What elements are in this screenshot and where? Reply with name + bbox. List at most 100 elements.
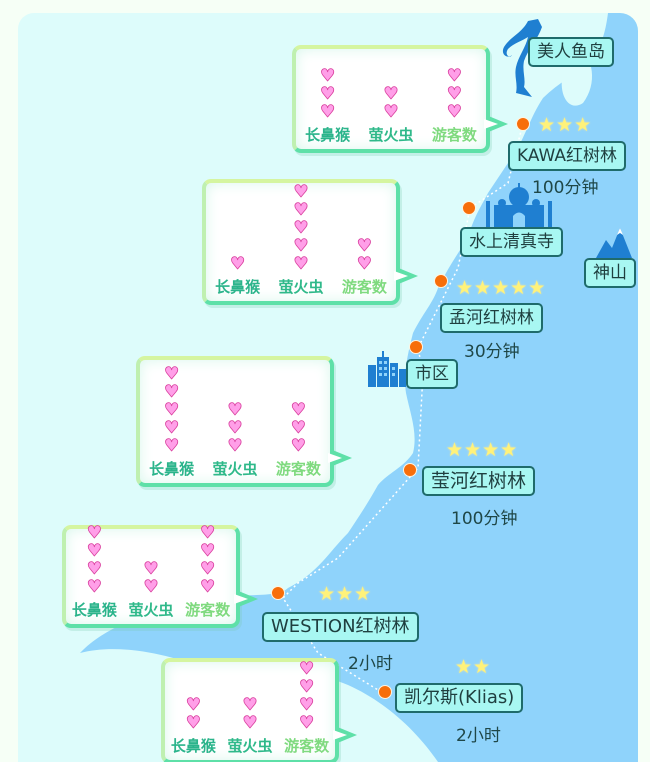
star-rating-kawa: ★★★ (538, 114, 592, 136)
heart-icon: ♥ (293, 236, 309, 256)
heart-stack: ♥♥♥♥ (299, 659, 315, 733)
heart-icon: ♥ (356, 254, 372, 274)
stop-marker-menghe[interactable] (434, 274, 448, 288)
bubble-tail (484, 115, 508, 133)
star-icon: ★ (482, 439, 501, 461)
rating-column: ♥♥♥♥♥长鼻猴 (149, 365, 194, 479)
heart-icon: ♥ (164, 382, 180, 402)
rating-column-label: 萤火虫 (368, 126, 414, 144)
heart-icon: ♥ (185, 695, 201, 715)
rating-column: ♥♥♥萤火虫 (212, 401, 257, 479)
heart-stack: ♥♥ (383, 84, 399, 122)
heart-icon: ♥ (356, 236, 372, 256)
heart-icon: ♥ (230, 254, 246, 274)
heart-icon: ♥ (320, 102, 336, 122)
heart-icon: ♥ (446, 102, 462, 122)
stop-label-menghe[interactable]: 孟河红树林 (440, 303, 543, 333)
rating-column-label: 萤火虫 (227, 737, 273, 755)
stop-label-westion[interactable]: WESTION红树林 (262, 612, 419, 642)
rating-column: ♥♥♥♥♥萤火虫 (278, 183, 323, 297)
landmark-label-water-mosque[interactable]: 水上清真寺 (460, 227, 563, 257)
heart-stack: ♥ (230, 254, 246, 274)
star-icon: ★ (538, 114, 557, 136)
travel-time-menghe: 30分钟 (464, 342, 520, 362)
heart-icon: ♥ (383, 84, 399, 104)
heart-icon: ♥ (242, 695, 258, 715)
heart-icon: ♥ (227, 400, 243, 420)
star-rating-yinghe: ★★★★ (446, 439, 518, 461)
bubble-tail (394, 267, 418, 285)
star-rating-westion: ★★★ (318, 583, 372, 605)
star-icon: ★ (456, 277, 475, 299)
heart-icon: ♥ (200, 559, 216, 579)
star-rating-menghe: ★★★★★ (456, 277, 546, 299)
heart-icon: ♥ (143, 559, 159, 579)
rating-columns: ♥长鼻猴♥♥♥♥♥萤火虫♥♥游客数 (206, 183, 396, 297)
heart-stack: ♥♥♥ (320, 66, 336, 122)
stop-label-yinghe[interactable]: 莹河红树林 (422, 466, 536, 496)
heart-icon: ♥ (164, 436, 180, 456)
heart-stack: ♥♥♥♥ (86, 524, 102, 597)
stop-marker-city[interactable] (409, 340, 423, 354)
rating-column: ♥ 长鼻猴 (215, 255, 260, 297)
heart-icon: ♥ (185, 713, 201, 733)
star-rating-klias: ★★ (455, 656, 491, 678)
heart-icon: ♥ (86, 541, 102, 561)
rating-column-label: 游客数 (275, 460, 321, 478)
landmark-label-mermaid-island[interactable]: 美人鱼岛 (528, 37, 614, 67)
city-buildings-icon (368, 351, 406, 387)
heart-stack: ♥♥♥♥ (200, 524, 216, 597)
heart-icon: ♥ (446, 84, 462, 104)
landmark-label-city[interactable]: 市区 (406, 359, 458, 389)
heart-icon: ♥ (290, 436, 306, 456)
heart-icon: ♥ (299, 695, 315, 715)
heart-icon: ♥ (164, 418, 180, 438)
travel-time-kawa: 100分钟 (532, 178, 599, 198)
rating-columns: ♥♥长鼻猴♥♥萤火虫♥♥♥♥游客数 (165, 660, 335, 756)
stop-marker-kawa[interactable] (516, 117, 530, 131)
heart-icon: ♥ (242, 713, 258, 733)
star-icon: ★ (474, 277, 493, 299)
rating-column: ♥♥♥♥游客数 (284, 660, 329, 756)
heart-icon: ♥ (86, 559, 102, 579)
stop-label-kawa[interactable]: KAWA红树林 (508, 141, 627, 171)
star-icon: ★ (510, 277, 529, 299)
heart-icon: ♥ (383, 102, 399, 122)
bubble-tail (234, 590, 258, 608)
rating-bubble-yinghe: ♥♥♥♥♥长鼻猴♥♥♥萤火虫♥♥♥游客数 (136, 356, 352, 487)
heart-stack: ♥♥ (185, 695, 201, 733)
stop-marker-mosque[interactable] (462, 201, 476, 215)
heart-icon: ♥ (320, 66, 336, 86)
rating-columns: ♥♥♥♥♥长鼻猴♥♥♥萤火虫♥♥♥游客数 (140, 365, 330, 479)
rating-column-label: 游客数 (185, 601, 231, 619)
heart-icon: ♥ (290, 400, 306, 420)
travel-time-klias: 2小时 (456, 726, 501, 746)
heart-icon: ♥ (446, 66, 462, 86)
travel-time-yinghe: 100分钟 (451, 509, 518, 529)
star-icon: ★ (336, 583, 355, 605)
star-icon: ★ (574, 114, 593, 136)
stop-label-klias[interactable]: 凯尔斯(Klias) (395, 683, 524, 713)
star-icon: ★ (556, 114, 575, 136)
landmark-label-sacred-mountain[interactable]: 神山 (584, 258, 636, 288)
heart-icon: ♥ (299, 659, 315, 679)
heart-icon: ♥ (299, 713, 315, 733)
heart-stack: ♥♥♥♥♥ (293, 183, 309, 274)
stop-marker-yinghe[interactable] (403, 463, 417, 477)
heart-icon: ♥ (320, 84, 336, 104)
rating-bubble-kawa: ♥♥♥长鼻猴♥♥萤火虫♥♥♥游客数 (292, 45, 508, 153)
sea-shape (80, 13, 638, 762)
rating-column-label: 游客数 (341, 278, 387, 296)
star-icon: ★ (500, 439, 519, 461)
stop-marker-klias[interactable] (378, 685, 392, 699)
rating-column-label: 长鼻猴 (170, 737, 216, 755)
mountain-icon (596, 228, 632, 258)
heart-icon: ♥ (143, 577, 159, 597)
rating-column: ♥♥♥游客数 (432, 67, 477, 145)
rating-column-label: 长鼻猴 (215, 278, 261, 296)
rating-column: ♥♥♥♥长鼻猴 (72, 524, 117, 620)
heart-stack: ♥♥♥ (290, 400, 306, 456)
rating-column: ♥♥ 萤火虫 (227, 696, 272, 756)
stop-marker-westion[interactable] (271, 586, 285, 600)
heart-stack: ♥♥ (356, 236, 372, 274)
